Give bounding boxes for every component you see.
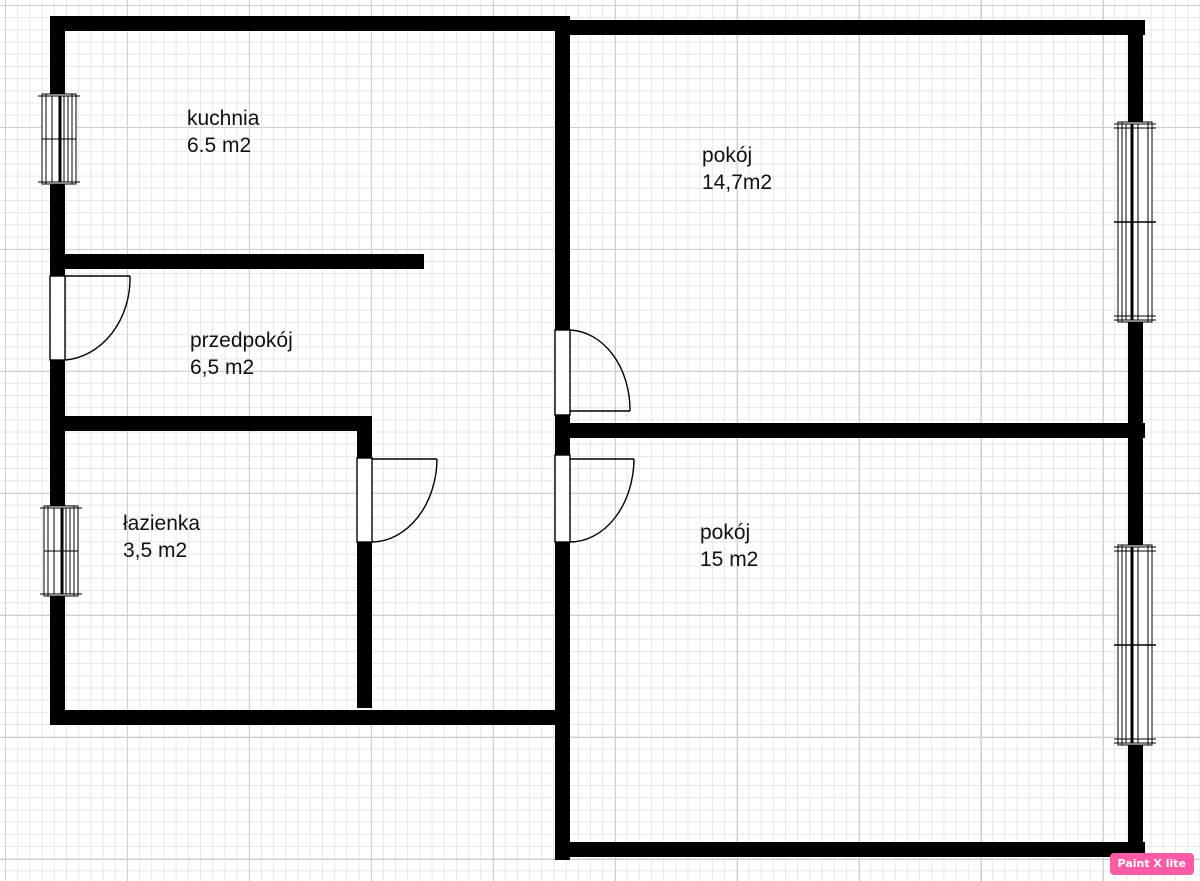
wall-kitchen-hall	[50, 254, 424, 269]
room-label-room1: pokój 14,7m2	[702, 142, 772, 196]
room-area: 14,7m2	[702, 171, 773, 194]
wall-bottom-left	[50, 710, 570, 725]
wall-top-right	[555, 20, 1145, 35]
room-area: 15 m2	[700, 548, 759, 571]
door-room1	[554, 329, 631, 416]
door-room2	[554, 454, 635, 543]
wall-center-lower	[555, 542, 570, 860]
wall-bath-right-top	[357, 416, 372, 458]
window-kitchen	[36, 92, 82, 186]
door-entrance	[49, 275, 131, 361]
wall-top-left	[50, 16, 570, 31]
room-area: 6.5 m2	[187, 134, 252, 157]
room-area: 6,5 m2	[190, 356, 255, 379]
room-name: łazienka	[123, 512, 201, 535]
room-label-bathroom: łazienka 3,5 m2	[123, 510, 200, 564]
window-room2	[1112, 543, 1158, 747]
wall-bath-top	[50, 416, 372, 431]
door-bathroom	[356, 457, 438, 543]
wall-rooms-divider	[555, 423, 1145, 438]
window-room1	[1112, 120, 1158, 324]
app-badge: Paint X lite	[1109, 853, 1194, 875]
room-area: 3,5 m2	[123, 539, 188, 562]
room-name: kuchnia	[187, 107, 260, 130]
room-label-room2: pokój 15 m2	[700, 519, 758, 573]
room-name: pokój	[702, 144, 753, 167]
window-bathroom	[38, 504, 84, 598]
wall-bath-right-bottom	[357, 542, 372, 708]
room-name: przedpokój	[190, 329, 293, 352]
wall-center-upper	[555, 20, 570, 330]
room-label-kitchen: kuchnia 6.5 m2	[187, 105, 259, 159]
room-label-hallway: przedpokój 6,5 m2	[190, 327, 293, 381]
room-name: pokój	[700, 521, 751, 544]
wall-bottom-right	[555, 842, 1145, 857]
